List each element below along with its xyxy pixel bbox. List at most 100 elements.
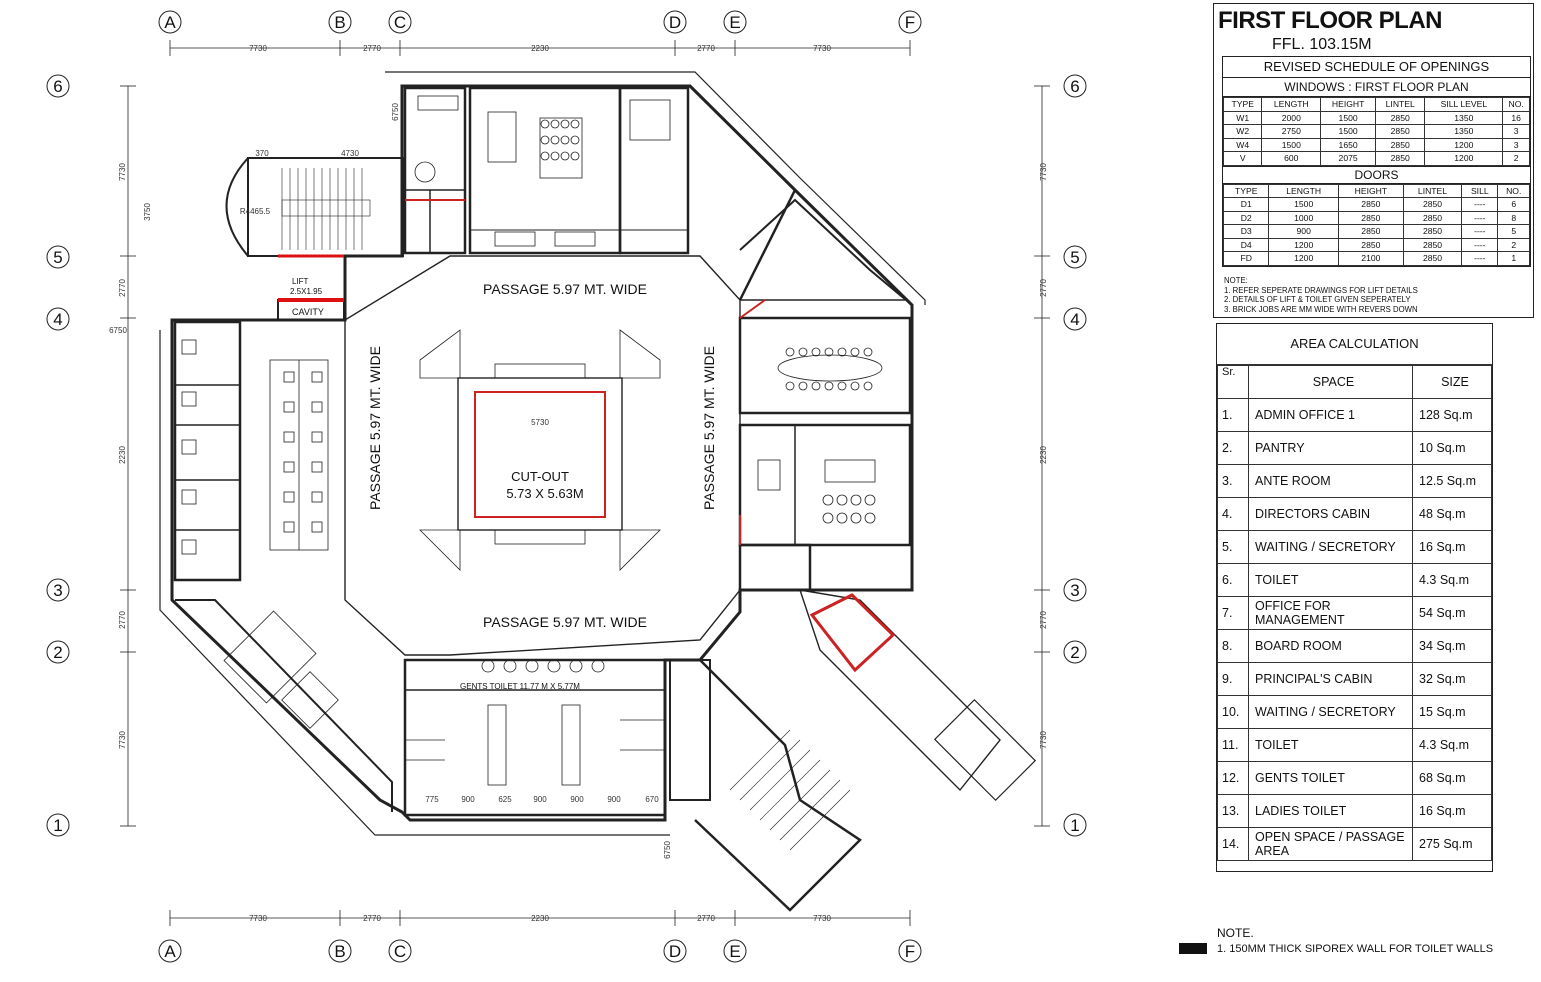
- dim-bottom-1: 7730: [249, 914, 267, 923]
- dim-radius: R4465.5: [240, 207, 271, 216]
- area-row-size: 128 Sq.m: [1412, 398, 1492, 432]
- grid-label-top-e: E: [729, 13, 740, 32]
- passage-right-label: PASSAGE 5.97 MT. WIDE: [701, 346, 717, 510]
- door-cell: 2850: [1337, 237, 1404, 252]
- dim-370: 370: [255, 149, 269, 158]
- door-cell: ----: [1461, 237, 1499, 252]
- area-row-space: PANTRY: [1248, 431, 1413, 465]
- dim-left-1: 7730: [118, 163, 127, 181]
- door-cell: 8: [1497, 210, 1530, 225]
- door-cell: 2850: [1402, 197, 1463, 212]
- dim-bottom-2: 2770: [363, 914, 381, 923]
- dim-cutout: 5730: [531, 418, 549, 427]
- schedule-notes: NOTE: 1. REFER SEPERATE DRAWINGS FOR LIF…: [1224, 276, 1418, 314]
- dim-left-5: 7730: [118, 731, 127, 749]
- window-cell: 1350: [1424, 110, 1504, 125]
- door-cell: 2850: [1337, 197, 1404, 212]
- grid-label-right-4: 4: [1070, 310, 1079, 329]
- grid-label-bottom-d: D: [669, 942, 681, 961]
- window-cell: 3: [1502, 137, 1530, 152]
- window-cell: 3: [1502, 124, 1530, 139]
- bottom-note-text: 1. 150MM THICK SIPOREX WALL FOR TOILET W…: [1217, 943, 1494, 955]
- toilet-dim-6: 900: [607, 795, 621, 804]
- dim-left-2: 2770: [118, 279, 127, 297]
- area-header-space: SPACE: [1248, 365, 1413, 399]
- window-cell: 1500: [1320, 124, 1377, 139]
- cavity-label: CAVITY: [292, 307, 324, 317]
- bottom-note: NOTE. 1. 150MM THICK SIPOREX WALL FOR TO…: [1179, 925, 1494, 957]
- schedule-note-1: 1. REFER SEPERATE DRAWINGS FOR LIFT DETA…: [1224, 285, 1418, 295]
- grid-label-left-1: 1: [53, 816, 62, 835]
- door-cell: ----: [1461, 224, 1499, 239]
- revised-schedule-heading: REVISED SCHEDULE OF OPENINGS: [1223, 57, 1530, 78]
- grid-label-bottom-a: A: [164, 942, 176, 961]
- dim-3750: 3750: [143, 203, 152, 221]
- area-row-space: TOILET: [1248, 563, 1413, 597]
- area-row-number: 5.: [1217, 530, 1249, 564]
- window-header-cell: TYPE: [1222, 97, 1263, 112]
- door-cell: D3: [1222, 224, 1270, 239]
- door-header-cell: SILL: [1461, 183, 1499, 198]
- area-row-size: 15 Sq.m: [1412, 695, 1492, 729]
- window-cell: W1: [1222, 110, 1263, 125]
- window-cell: W2: [1222, 124, 1263, 139]
- area-row-space: PRINCIPAL'S CABIN: [1248, 662, 1413, 696]
- cutout-size-label: 5.73 X 5.63M: [506, 486, 583, 501]
- area-row-space: OPEN SPACE / PASSAGE AREA: [1248, 827, 1413, 861]
- dim-right-3: 2230: [1039, 446, 1048, 464]
- area-row-size: 48 Sq.m: [1412, 497, 1492, 531]
- gents-toilet-label: GENTS TOILET 11.77 M X 5.77M: [460, 682, 580, 691]
- area-row-space: ANTE ROOM: [1248, 464, 1413, 498]
- door-header-cell: NO.: [1497, 183, 1530, 198]
- area-row-number: 10.: [1217, 695, 1249, 729]
- area-calculation-panel: AREA CALCULATION Sr. SPACE SIZE 1.ADMIN …: [1216, 323, 1493, 872]
- area-row-number: 2.: [1217, 431, 1249, 465]
- grid-label-top-a: A: [164, 13, 176, 32]
- schedule-note-2: 2. DETAILS OF LIFT & TOILET GIVEN SEPERA…: [1224, 295, 1411, 304]
- area-row-number: 6.: [1217, 563, 1249, 597]
- area-row-size: 68 Sq.m: [1412, 761, 1492, 795]
- windows-heading: WINDOWS : FIRST FLOOR PLAN: [1223, 78, 1530, 97]
- grid-label-left-4: 4: [53, 310, 62, 329]
- cutout-label: CUT-OUT: [511, 469, 569, 484]
- area-row-number: 3.: [1217, 464, 1249, 498]
- window-cell: 2850: [1375, 137, 1426, 152]
- area-row-size: 275 Sq.m: [1412, 827, 1492, 861]
- toilet-dim-4: 900: [533, 795, 547, 804]
- window-cell: 1650: [1320, 137, 1377, 152]
- schedule-note-3: 3. BRICK JOBS ARE MM WIDE WITH REVERS DO…: [1224, 304, 1418, 314]
- area-row-size: 12.5 Sq.m: [1412, 464, 1492, 498]
- window-cell: 2000: [1261, 110, 1322, 125]
- grid-label-right-1: 1: [1070, 816, 1079, 835]
- window-cell: 2: [1502, 151, 1530, 166]
- passage-top-label: PASSAGE 5.97 MT. WIDE: [483, 281, 647, 297]
- area-row-size: 16 Sq.m: [1412, 794, 1492, 828]
- area-row-space: WAITING / SECRETORY: [1248, 530, 1413, 564]
- area-row-number: 8.: [1217, 629, 1249, 663]
- dim-right-1: 7730: [1039, 163, 1048, 181]
- door-cell: 2100: [1337, 251, 1404, 266]
- area-row-space: OFFICE FOR MANAGEMENT: [1248, 596, 1413, 630]
- door-cell: 6: [1497, 197, 1530, 212]
- grid-label-left-3: 3: [53, 581, 62, 600]
- window-cell: 1500: [1320, 110, 1377, 125]
- passage-left-label: PASSAGE 5.97 MT. WIDE: [367, 346, 383, 510]
- toilet-dim-2: 900: [461, 795, 475, 804]
